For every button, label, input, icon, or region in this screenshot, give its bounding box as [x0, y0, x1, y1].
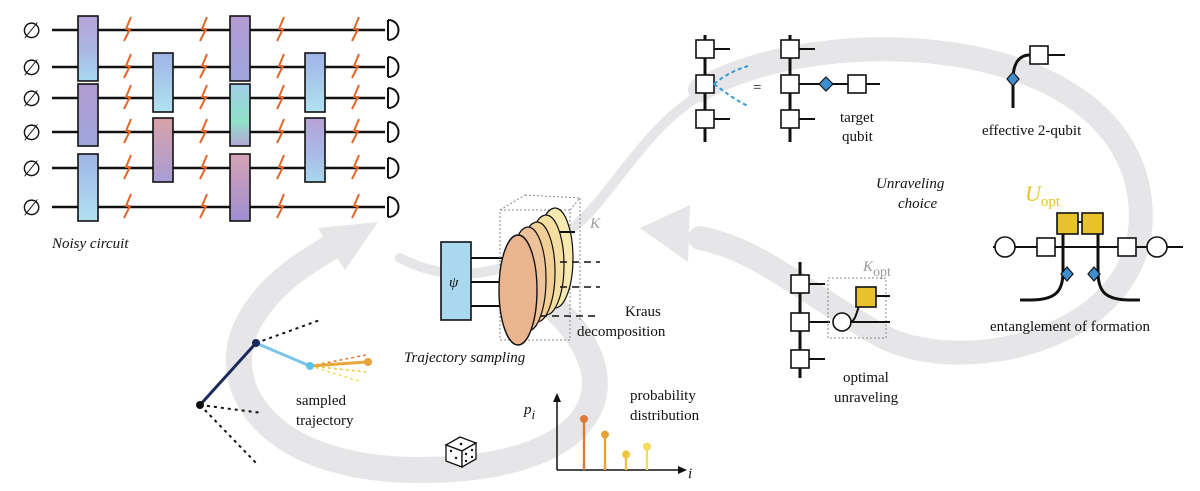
prob-label-line2: distribution [630, 408, 700, 424]
lightning-icon [276, 84, 285, 110]
lightning-icon [276, 118, 285, 144]
two-qubit-gate [77, 15, 99, 82]
empty-set-symbol: ∅ [22, 121, 41, 146]
two-qubit-gate [304, 117, 326, 183]
cycle-arrow-right [688, 37, 1153, 365]
K-opt-dotted-box [827, 277, 887, 339]
optimal-unraveling-diagram: Kopt optimal unraveling [790, 259, 899, 406]
lightning-icon [123, 84, 132, 110]
dice-icon [444, 436, 478, 469]
lightning-icon [123, 53, 132, 79]
lightning-icon [199, 53, 208, 79]
diamond-icon [818, 76, 834, 92]
lightning-icon [199, 193, 208, 219]
lightning-icon [351, 118, 360, 144]
two-qubit-gate [77, 83, 99, 147]
prob-stem-dot [580, 415, 588, 423]
optimal-label-line2: unraveling [834, 390, 899, 406]
diamond-icon [1087, 266, 1101, 282]
optimal-label-line1: optimal [843, 370, 889, 386]
kraus-K-label: K [589, 216, 601, 232]
U-opt-label: Uopt [1025, 181, 1061, 210]
diamond-icon [1060, 266, 1074, 282]
two-qubit-gate [229, 153, 251, 222]
U-opt-gate-left [1056, 212, 1079, 235]
target-qubit-diagram: = target qubit [695, 35, 880, 145]
two-qubit-gate [229, 83, 251, 147]
lightning-icon [123, 193, 132, 219]
probability-chart: pi i probability distribution [523, 388, 700, 482]
lightning-icon [276, 16, 285, 42]
target-label-line1: target [840, 110, 875, 126]
target-label-line2: qubit [842, 129, 874, 145]
two-qubit-gate [304, 52, 326, 113]
cycle-arrowhead-to-circuit [318, 222, 378, 270]
lightning-icon [276, 193, 285, 219]
lightning-icon [351, 84, 360, 110]
kraus-decomposition-diagram: ψ K Kraus decomposition [440, 194, 666, 346]
unraveling-choice-line1: Unraveling [876, 176, 945, 192]
lightning-icon [351, 16, 360, 42]
entanglement-of-formation-diagram: Uopt entanglement of formation [990, 181, 1183, 335]
sampled-label-line2: trajectory [296, 413, 354, 429]
kraus-label-line1: Kraus [625, 304, 661, 320]
unraveling-choice-line2: choice [898, 196, 937, 212]
sampled-trajectory-diagram: sampled trajectory [196, 319, 372, 466]
measurement-d-icon [387, 121, 400, 143]
diamond-icon [1006, 71, 1020, 87]
K-opt-label: Kopt [862, 259, 891, 280]
measurement-d-icon [387, 157, 400, 179]
lightning-icon [199, 16, 208, 42]
lightning-icon [199, 118, 208, 144]
empty-set-symbol: ∅ [22, 19, 41, 44]
lightning-icon [276, 53, 285, 79]
lightning-icon [123, 154, 132, 180]
noisy-circuit-label: Noisy circuit [51, 236, 129, 252]
lightning-icon [199, 154, 208, 180]
kraus-label-line2: decomposition [577, 324, 666, 340]
lightning-icon [123, 118, 132, 144]
measurement-d-icon [387, 196, 400, 218]
cycle-arrowhead-to-kraus [640, 205, 690, 262]
U-opt-gate-right [1081, 212, 1104, 235]
cycle-arrows [225, 37, 1153, 484]
kraus-ellipse-0 [498, 234, 538, 346]
measurement-d-icon [387, 56, 400, 78]
prob-stem-dot [643, 442, 651, 451]
trajectory-sampling-line1: Trajectory sampling [404, 350, 526, 366]
empty-set-symbol: ∅ [22, 56, 41, 81]
prob-stem-dot [622, 450, 630, 459]
lightning-icon [351, 154, 360, 180]
lightning-icon [351, 53, 360, 79]
effective-label: effective 2-qubit [982, 123, 1082, 139]
lightning-icon [123, 16, 132, 42]
prob-label-line1: probability [630, 388, 696, 404]
two-qubit-gate [229, 15, 251, 82]
prob-xlabel: i [688, 466, 692, 482]
K-opt-gate [855, 286, 877, 308]
measurement-d-icon [387, 19, 400, 41]
lightning-icon [351, 193, 360, 219]
empty-set-symbol: ∅ [22, 196, 41, 221]
lightning-icon [276, 154, 285, 180]
lightning-icon [199, 84, 208, 110]
prob-stem-dot [601, 430, 609, 439]
effective-2-qubit-diagram: effective 2-qubit [982, 45, 1082, 139]
two-qubit-gate [152, 117, 174, 183]
two-qubit-gate [77, 153, 99, 222]
psi-symbol: ψ [449, 275, 459, 291]
cycle-arrow-bottom-left [225, 232, 608, 484]
empty-set-symbol: ∅ [22, 87, 41, 112]
measurement-d-icon [387, 87, 400, 109]
noisy-circuit: ∅ ∅ ∅ ∅ ∅ ∅ [22, 15, 400, 222]
empty-set-symbol: ∅ [22, 157, 41, 182]
prob-ylabel: pi [523, 402, 536, 422]
sampled-label-line1: sampled [296, 393, 346, 409]
equals-sign: = [753, 80, 761, 96]
two-qubit-gate [152, 52, 174, 113]
eof-label: entanglement of formation [990, 319, 1150, 335]
